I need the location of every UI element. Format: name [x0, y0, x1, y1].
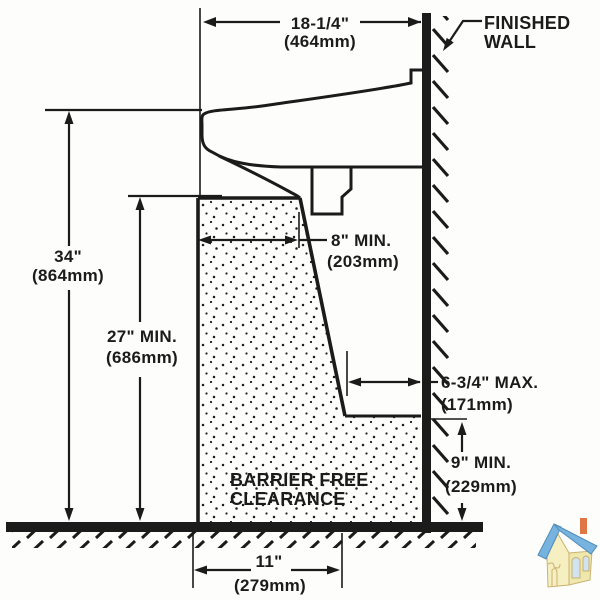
wall-line [422, 13, 431, 533]
sink-apron-line [218, 154, 302, 200]
dim-label-metric: (464mm) [284, 32, 356, 51]
dim-base-depth: 11" (279mm) [192, 533, 343, 595]
arrowhead-right [285, 235, 298, 245]
dim-toe-depth: 6-3/4" MAX. (171mm) [346, 351, 538, 414]
logo-window [582, 555, 590, 572]
arrowhead-up [457, 422, 467, 435]
dim-label-metric: (279mm) [234, 576, 306, 595]
dim-overall-depth: 18-1/4" (464mm) [203, 14, 421, 51]
logo-house [537, 518, 598, 588]
finished-wall [422, 13, 449, 533]
finished-wall-callout: FINISHED WALL [443, 13, 570, 52]
sink-trap [310, 167, 353, 216]
leader-arrowhead [443, 37, 454, 51]
arrowhead-right [327, 565, 340, 575]
clearance-label-line2: CLEARANCE [230, 489, 346, 509]
sink-outline [200, 68, 422, 169]
dim-label-imperial: 18-1/4" [291, 14, 349, 33]
dim-label-imperial: 6-3/4" MAX. [441, 373, 538, 392]
sink [199, 8, 422, 216]
dim-knee-height: 27" MIN. (686mm) [106, 194, 222, 521]
logo-roof-left-slope [537, 523, 562, 560]
dim-label-imperial: 27" MIN. [107, 327, 177, 346]
dim-label-imperial: 34" [54, 247, 82, 266]
dim-rim-height: 34" (864mm) [32, 108, 202, 521]
floor-hatching [12, 532, 476, 548]
leader-line [446, 19, 482, 46]
dim-label-imperial: 9" MIN. [451, 453, 511, 472]
arrowhead-right [408, 377, 421, 387]
dim-label-metric: (171mm) [441, 395, 513, 414]
arrowhead-down [457, 508, 467, 521]
clearance-stipple-fill [198, 198, 421, 522]
dim-label-imperial: 8" MIN. [331, 231, 391, 250]
logo-puzzle-seams [547, 562, 561, 586]
dim-toe-height: 9" MIN. (229mm) [431, 418, 517, 521]
arrowhead-down [135, 508, 145, 521]
dim-label-metric: (864mm) [32, 266, 104, 285]
dim-label-metric: (686mm) [106, 348, 178, 367]
finished-wall-label-line2: WALL [484, 32, 536, 52]
wall-hatching [431, 16, 449, 521]
dim-label-metric: (229mm) [445, 477, 517, 496]
arrowhead-left [348, 377, 361, 387]
floor-line [6, 522, 483, 532]
knee-slope-line [298, 197, 347, 417]
logo-door [571, 557, 581, 579]
arrowhead-up [64, 111, 74, 124]
arrowhead-left [198, 235, 211, 245]
dim-knee-depth: 8" MIN. (203mm) [198, 212, 399, 271]
clearance-label-line1: BARRIER FREE [230, 470, 369, 490]
floor [6, 522, 483, 548]
arrowhead-left [194, 565, 207, 575]
logo-roof-right-slope [553, 523, 598, 555]
dim-label-imperial: 11" [256, 552, 283, 571]
arrowhead-up [135, 197, 145, 210]
arrowhead-down [64, 508, 74, 521]
finished-wall-label-line1: FINISHED [484, 13, 570, 33]
logo-chimney [580, 518, 587, 534]
arrowhead-left [203, 17, 216, 27]
clearance-zone: BARRIER FREE CLEARANCE [196, 196, 421, 522]
arrowhead-right [408, 17, 421, 27]
dim-label-metric: (203mm) [327, 252, 399, 271]
